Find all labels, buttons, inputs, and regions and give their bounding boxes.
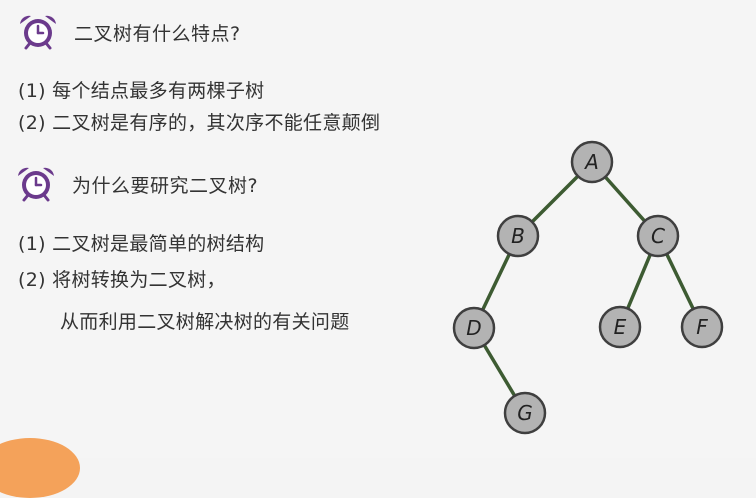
tree-node-circle (503, 391, 547, 435)
tree-node-circle (680, 305, 724, 349)
alarm-clock-icon (20, 15, 56, 50)
section1-heading: 二叉树有什么特点? (16, 12, 241, 52)
tree-node-label: E (614, 315, 627, 339)
section2-point-2: (2) 将树转换为二叉树， (18, 269, 226, 291)
tree-node-circle (570, 140, 614, 184)
tree-node-D: D (452, 306, 496, 350)
tree-node-A: A (570, 140, 614, 184)
tree-node-label: A (583, 150, 599, 174)
tree-node-E: E (598, 305, 642, 349)
tree-node-C: C (636, 214, 680, 258)
section2-heading-text: 为什么要研究二叉树? (72, 174, 259, 197)
tree-node-G: G (503, 391, 547, 435)
tree-node-label: C (651, 224, 665, 248)
binary-tree-diagram: A B C D E F G (452, 140, 724, 435)
tree-node-F: F (680, 305, 724, 349)
section1-heading-text: 二叉树有什么特点? (74, 22, 241, 45)
section2-heading: 为什么要研究二叉树? (14, 164, 258, 204)
alarm-clock-icon (18, 167, 54, 202)
section1-point-2: (2) 二叉树是有序的，其次序不能任意颠倒 (18, 112, 381, 134)
tree-node-circle (636, 214, 680, 258)
tree-node-label: B (511, 224, 525, 248)
slide: 二叉树有什么特点? (1) 每个结点最多有两棵子树 (2) 二叉树是有序的，其次… (0, 12, 724, 498)
tree-node-label: D (466, 316, 481, 340)
section2-point-2-continued: 从而利用二叉树解决树的有关问题 (60, 311, 350, 333)
tree-node-B: B (496, 214, 540, 258)
section1-point-1: (1) 每个结点最多有两棵子树 (18, 80, 265, 102)
tree-node-label: G (517, 401, 533, 425)
tree-node-circle (598, 305, 642, 349)
tree-node-label: F (696, 315, 708, 339)
tree-node-circle (496, 214, 540, 258)
tree-node-circle (452, 306, 496, 350)
section2-point-1: (1) 二叉树是最简单的树结构 (18, 233, 265, 255)
